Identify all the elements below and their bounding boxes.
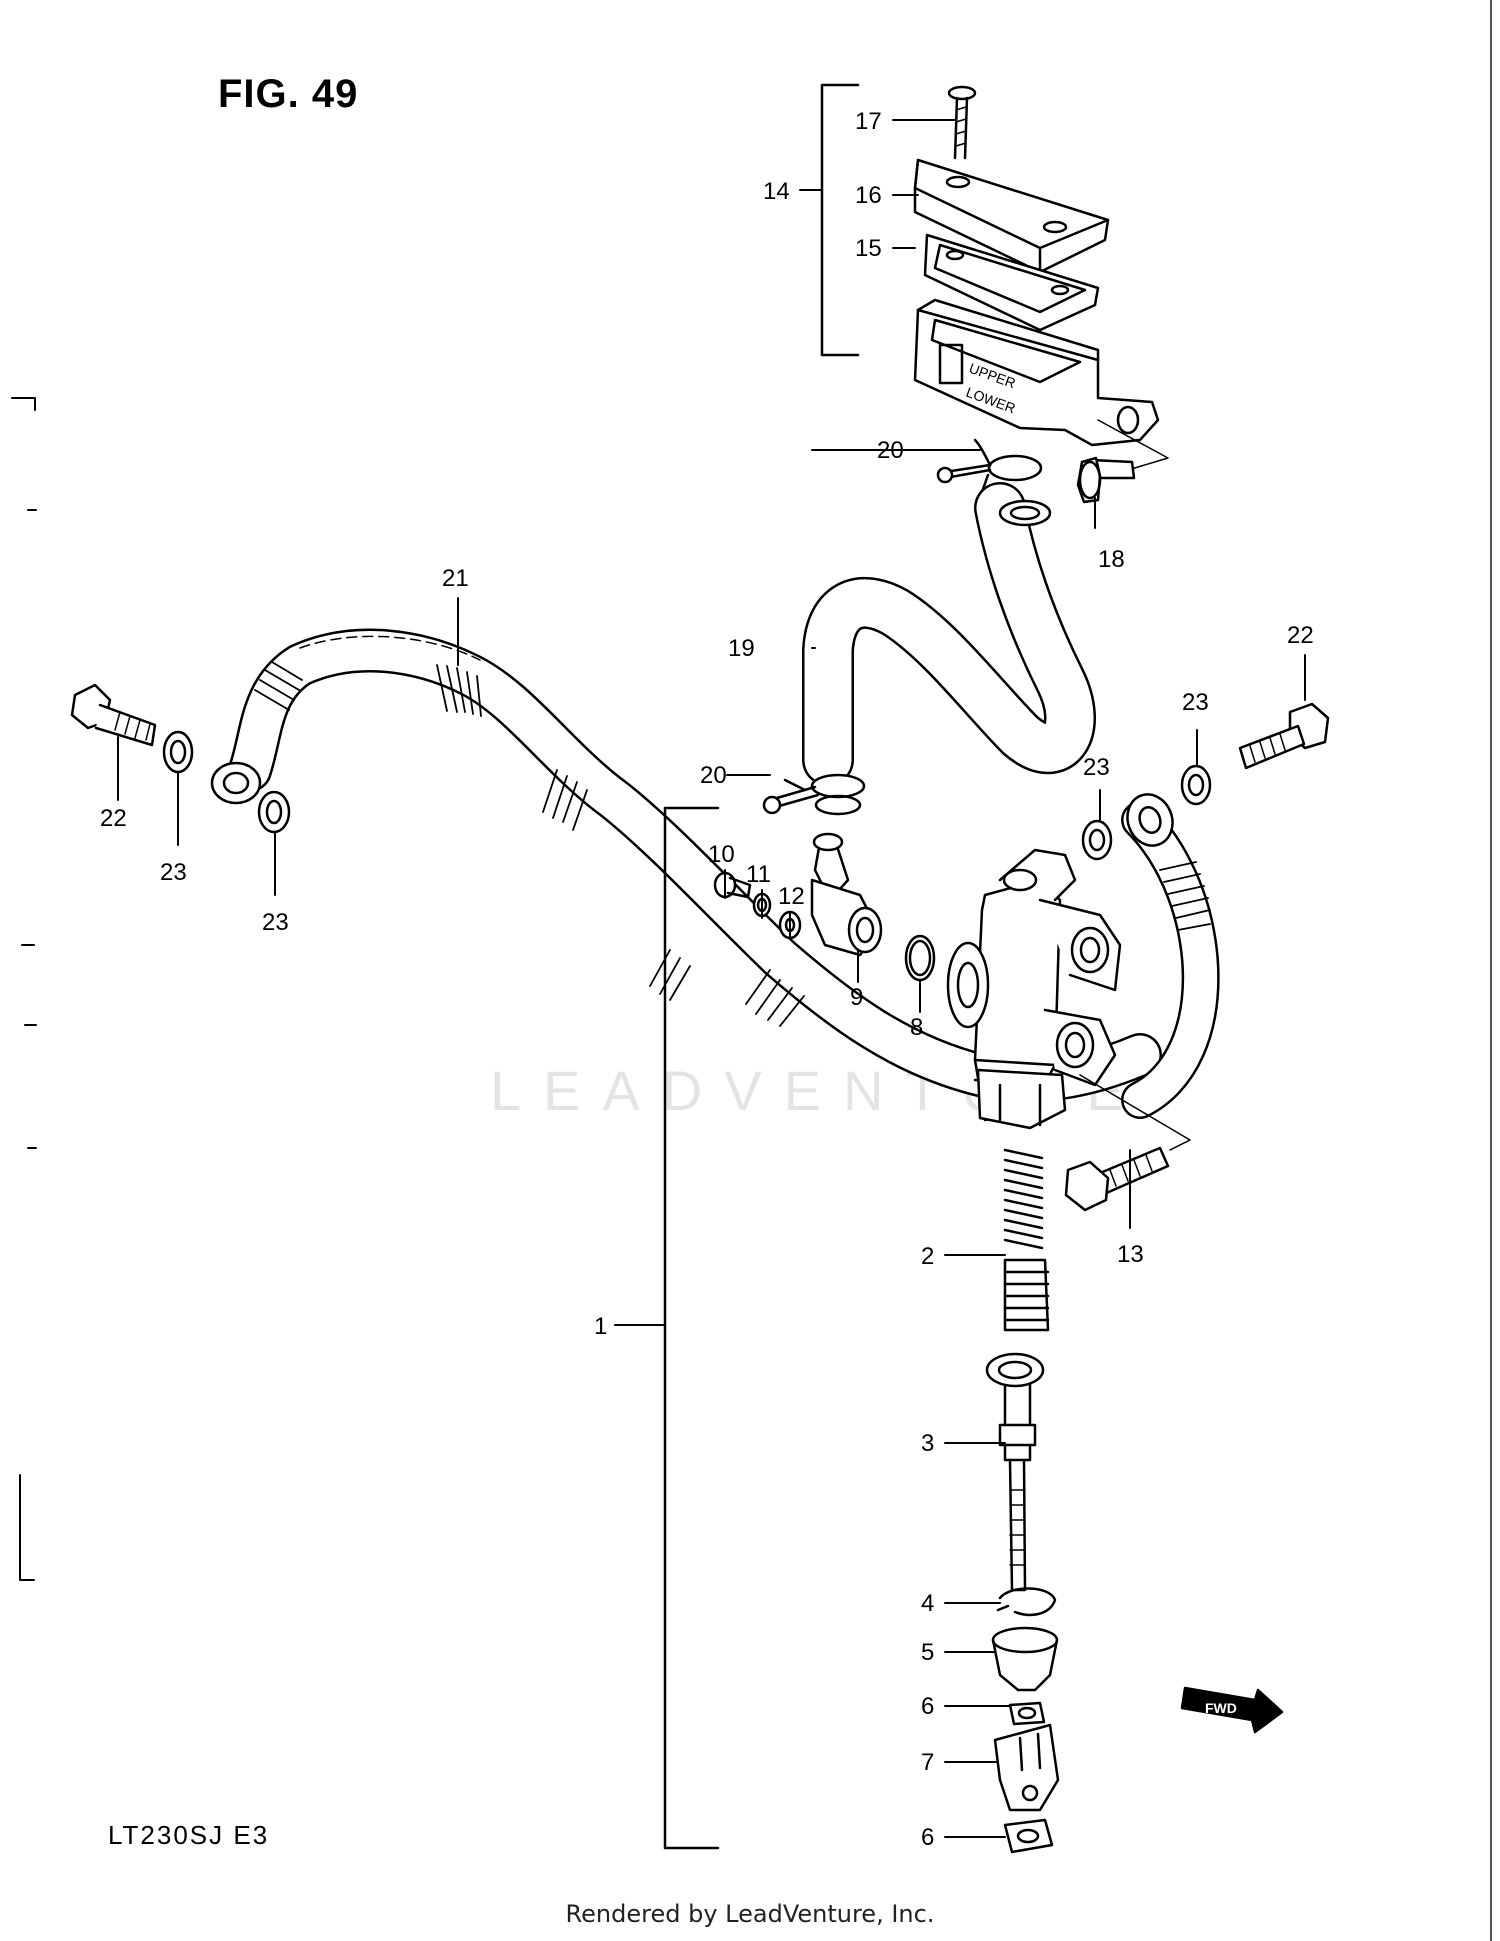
pushrod-3	[985, 1352, 1045, 1592]
reservoir-plate	[923, 233, 1100, 332]
leader-lines	[117, 119, 1306, 1838]
washer-23-d	[1180, 764, 1212, 806]
callout-10: 10	[708, 841, 735, 868]
page-border	[1490, 0, 1492, 1941]
callout-3: 3	[921, 1430, 934, 1457]
callout-9: 9	[850, 984, 863, 1011]
callout-23-c: 23	[1083, 754, 1110, 781]
callout-22-left: 22	[100, 805, 127, 832]
callout-23-d: 23	[1182, 689, 1209, 716]
nut-6-lower	[1003, 1818, 1054, 1854]
master-cylinder	[946, 848, 1191, 1151]
fwd-arrow-icon: FWD	[1180, 1686, 1284, 1734]
callout-19: 19	[728, 635, 755, 662]
callout-6-lower: 6	[921, 1824, 934, 1851]
reservoir-cap	[913, 158, 1110, 274]
callout-2: 2	[921, 1243, 934, 1270]
callout-labels: 1 2 3 4 5 6 6 7 8 9 10 11 12 13 14 15 16…	[100, 108, 1314, 1851]
callout-12: 12	[778, 883, 805, 910]
callout-13: 13	[1117, 1241, 1144, 1268]
callout-23-a: 23	[160, 859, 187, 886]
callout-20-lower: 20	[700, 762, 727, 789]
reservoir-assembly: UPPER LOWER	[820, 83, 1169, 471]
washer-23-a	[162, 730, 194, 774]
callout-18: 18	[1098, 546, 1125, 573]
nut-6-upper	[1008, 1701, 1046, 1726]
o-ring-8	[904, 934, 936, 982]
brake-hose	[210, 628, 1220, 1119]
callout-20-top: 20	[877, 437, 904, 464]
callout-22-right: 22	[1287, 622, 1314, 649]
inlet-fitting-9	[810, 832, 883, 957]
callout-14: 14	[763, 178, 790, 205]
clamp-20-top	[936, 438, 1043, 494]
callout-21: 21	[442, 565, 469, 592]
callout-8: 8	[910, 1014, 923, 1041]
washer-23-c	[1081, 819, 1113, 861]
reservoir-hose	[802, 482, 1096, 786]
clevis-7	[993, 1723, 1060, 1812]
callout-6-upper: 6	[921, 1693, 934, 1720]
fwd-label: FWD	[1205, 1700, 1237, 1716]
union-bolt-22-left	[70, 683, 157, 747]
circlip-4	[996, 1587, 1057, 1617]
footer-credit: Rendered by LeadVenture, Inc.	[565, 1900, 935, 1928]
callout-15: 15	[855, 235, 882, 262]
figure-title: FIG. 49	[218, 72, 359, 116]
spring-2	[1003, 1148, 1050, 1332]
callout-7: 7	[921, 1749, 934, 1776]
callout-23-b: 23	[262, 909, 289, 936]
callout-4: 4	[921, 1590, 934, 1617]
union-bolt-22-right	[1238, 702, 1330, 770]
clamp-20-lower	[762, 773, 866, 816]
dust-boot-5	[991, 1626, 1059, 1692]
model-code: LT230SJ E3	[108, 1820, 270, 1850]
callout-1: 1	[594, 1313, 607, 1340]
callout-11: 11	[746, 861, 771, 888]
screw-17	[947, 85, 977, 160]
reservoir-body: UPPER LOWER	[913, 298, 1160, 447]
bolt-13	[1064, 1146, 1170, 1212]
scan-marks	[11, 397, 37, 1581]
bracket-1	[663, 806, 720, 1850]
callout-5: 5	[921, 1639, 934, 1666]
washer-23-b	[257, 790, 291, 834]
callout-16: 16	[855, 182, 882, 209]
bolt-18	[1076, 456, 1136, 504]
callout-17: 17	[855, 108, 882, 135]
